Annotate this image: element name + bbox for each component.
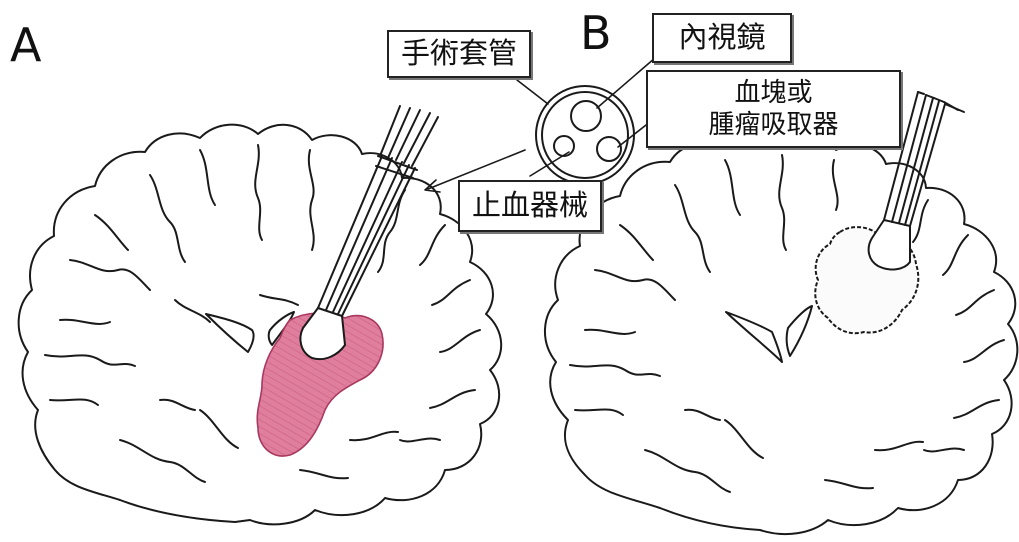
panel-label-b: B — [580, 10, 612, 56]
leader-lines — [425, 58, 655, 192]
aspirator-port — [597, 137, 621, 161]
panel-label-a: A — [10, 22, 41, 68]
ventricle-a-left — [206, 314, 254, 352]
brain-a-outline — [19, 125, 502, 525]
ventricle-b-left — [726, 312, 782, 362]
label-aspirator-line2: 腫瘤吸取器 — [708, 109, 838, 142]
ventricle-b-right — [787, 306, 812, 356]
brain-b-outline — [545, 135, 1017, 534]
label-hemostatic-instrument: 止血器械 — [458, 180, 602, 232]
brain-section-a — [19, 125, 502, 525]
sheath-cross-section — [536, 86, 634, 184]
label-aspirator: 血塊或 腫瘤吸取器 — [646, 70, 901, 148]
brain-section-b — [545, 135, 1017, 534]
label-endoscope: 內視鏡 — [652, 13, 792, 63]
leader-surgical-sheath — [517, 80, 548, 104]
endoscope-port — [571, 101, 601, 131]
label-aspirator-line1: 血塊或 — [734, 77, 812, 110]
sheath-tip-b — [869, 220, 910, 269]
sheath-inner-ring — [542, 92, 628, 178]
hemostatic-port — [554, 136, 574, 156]
arrowhead-panel-a — [425, 180, 440, 192]
label-surgical-sheath: 手術套管 — [387, 30, 531, 78]
